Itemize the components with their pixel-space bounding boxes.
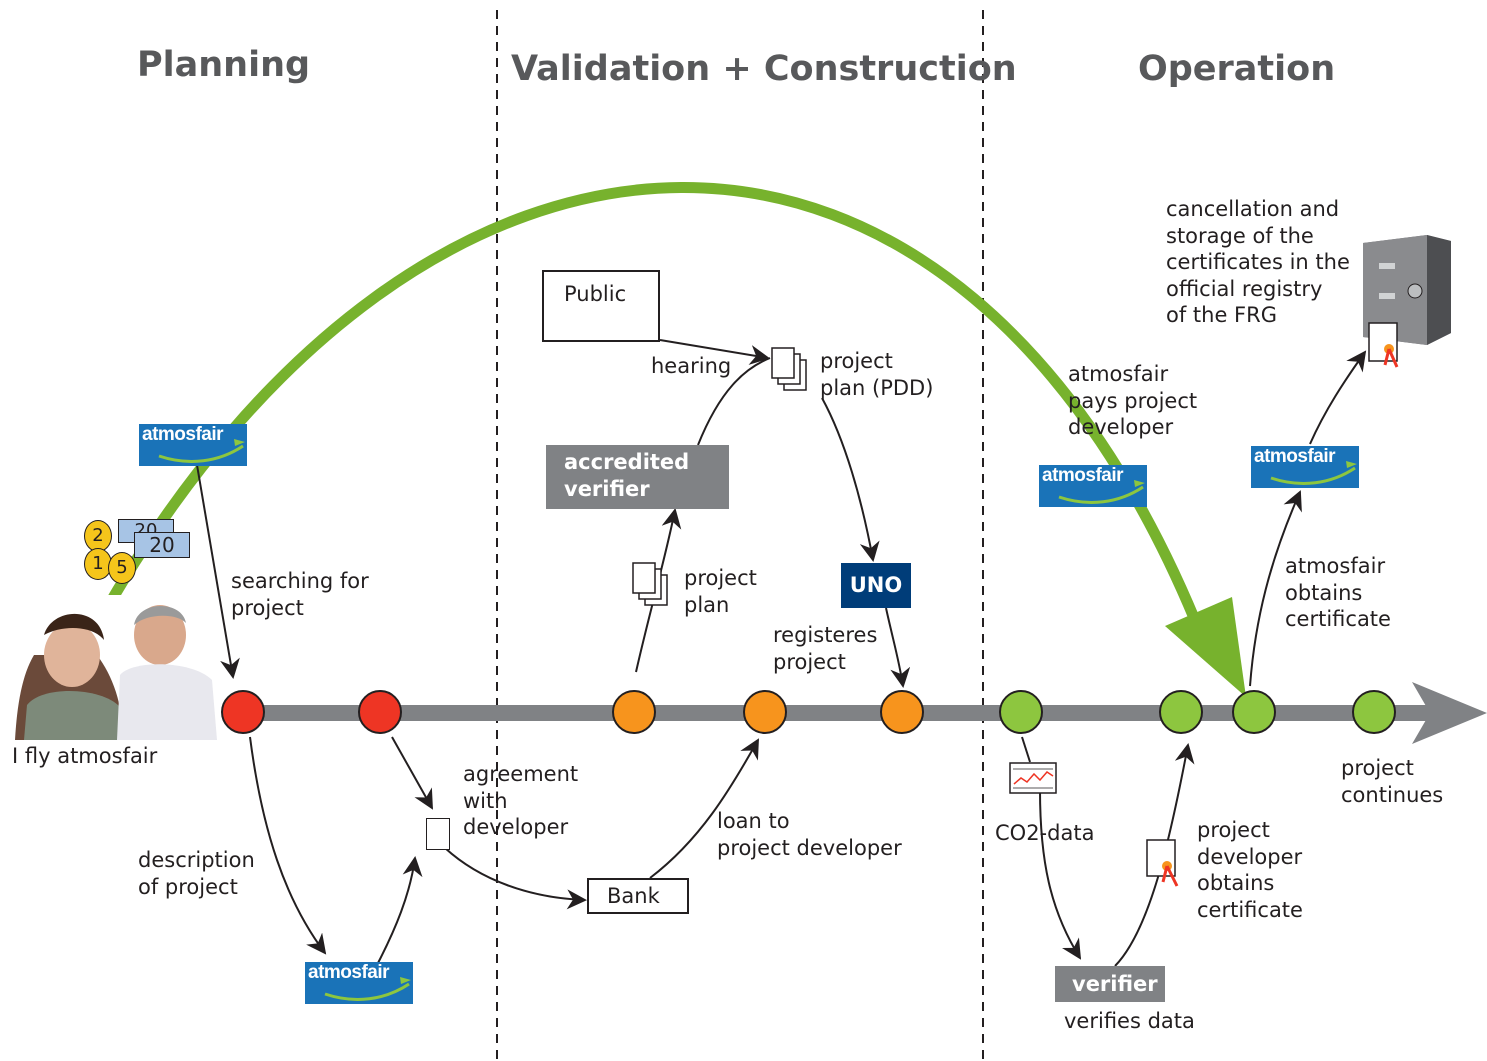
arrow-search [196, 464, 240, 679]
phase-title-planning: Planning [137, 45, 311, 85]
arrow-agreement-to-bank [444, 847, 587, 910]
bank-box: Bank [587, 878, 689, 914]
arrow-node-to-chart [1021, 736, 1031, 763]
phase-title-validation: Validation + Construction [511, 49, 1017, 89]
arrow-uno-to-node [885, 607, 911, 688]
arrow-chart-to-verifier [1039, 789, 1082, 960]
label-atmosfair-obtains: atmosfair obtains certificate [1285, 554, 1391, 631]
document-stack-icon [632, 562, 668, 606]
label-hearing: hearing [651, 354, 732, 378]
arrow-bank-to-node [649, 738, 759, 879]
label-loan: loan to project developer [717, 809, 902, 860]
label-registeres: registeres project [773, 623, 878, 674]
timeline-arrowhead [1412, 682, 1487, 744]
arrow-node-to-logo [1249, 490, 1302, 687]
label-pdd: project plan (PDD) [820, 349, 934, 400]
label-co2-data: CO2-data [995, 821, 1095, 845]
label-agreement: agreement with developer [463, 762, 579, 839]
arc-curve [98, 182, 1211, 648]
accredited-verifier-box: accredited verifier [546, 445, 729, 509]
arrow-pdd-to-uno [821, 397, 880, 562]
public-box: Public [542, 270, 660, 342]
people-photo-icon [12, 595, 217, 740]
label-verifies-data: verifies data [1064, 1009, 1195, 1033]
label-description: description of project [138, 848, 255, 899]
label-developer-obtains: project developer obtains certificate [1197, 818, 1303, 922]
atmosfair-logo: atmosfair [305, 962, 413, 1004]
coin-1: 2 [84, 520, 112, 552]
node-construction-2 [743, 690, 787, 734]
node-operation-3 [1232, 690, 1276, 734]
node-operation-1 [999, 690, 1043, 734]
node-planning-2 [358, 690, 402, 734]
atmosfair-logo: atmosfair [1039, 465, 1147, 507]
phase-title-operation: Operation [1138, 49, 1336, 89]
certificate-icon [1146, 839, 1179, 887]
arrow-public-to-pdd [659, 339, 770, 365]
node-construction-3 [880, 690, 924, 734]
uno-box: UNO [841, 563, 911, 608]
arrow-logo-to-agreement [377, 856, 423, 964]
label-searching: searching for project [231, 569, 369, 620]
node-operation-2 [1159, 690, 1203, 734]
node-planning-1 [221, 690, 265, 734]
verifier-box: verifier [1055, 966, 1165, 1002]
label-atmosfair-pays: atmosfair pays project developer [1068, 362, 1198, 439]
arrow-logo-to-safe [1309, 350, 1367, 445]
node-operation-4 [1352, 690, 1396, 734]
atmosfair-logo: atmosfair [139, 424, 247, 466]
arrow-verifier-to-node [1114, 743, 1195, 967]
bill-front: 20 [134, 532, 190, 558]
money-coins-bills-icon: 20 20 2 1 5 [82, 516, 192, 584]
document-icon [426, 818, 450, 850]
registry-safe-icon [1363, 235, 1451, 368]
label-project-continues: project continues [1341, 756, 1444, 807]
arc-arrowhead [1165, 597, 1246, 697]
document-stack-icon [771, 347, 807, 391]
label-project-plan: project plan [684, 566, 757, 617]
node-construction-1 [612, 690, 656, 734]
co2-chart-icon [1009, 762, 1057, 794]
arrow-description [249, 736, 327, 955]
label-cancellation: cancellation and storage of the certific… [1166, 197, 1350, 327]
label-i-fly: I fly atmosfair [12, 744, 158, 768]
coin-3: 5 [108, 552, 136, 584]
atmosfair-logo: atmosfair [1251, 446, 1359, 488]
arrow-node-to-agreement [391, 736, 433, 810]
